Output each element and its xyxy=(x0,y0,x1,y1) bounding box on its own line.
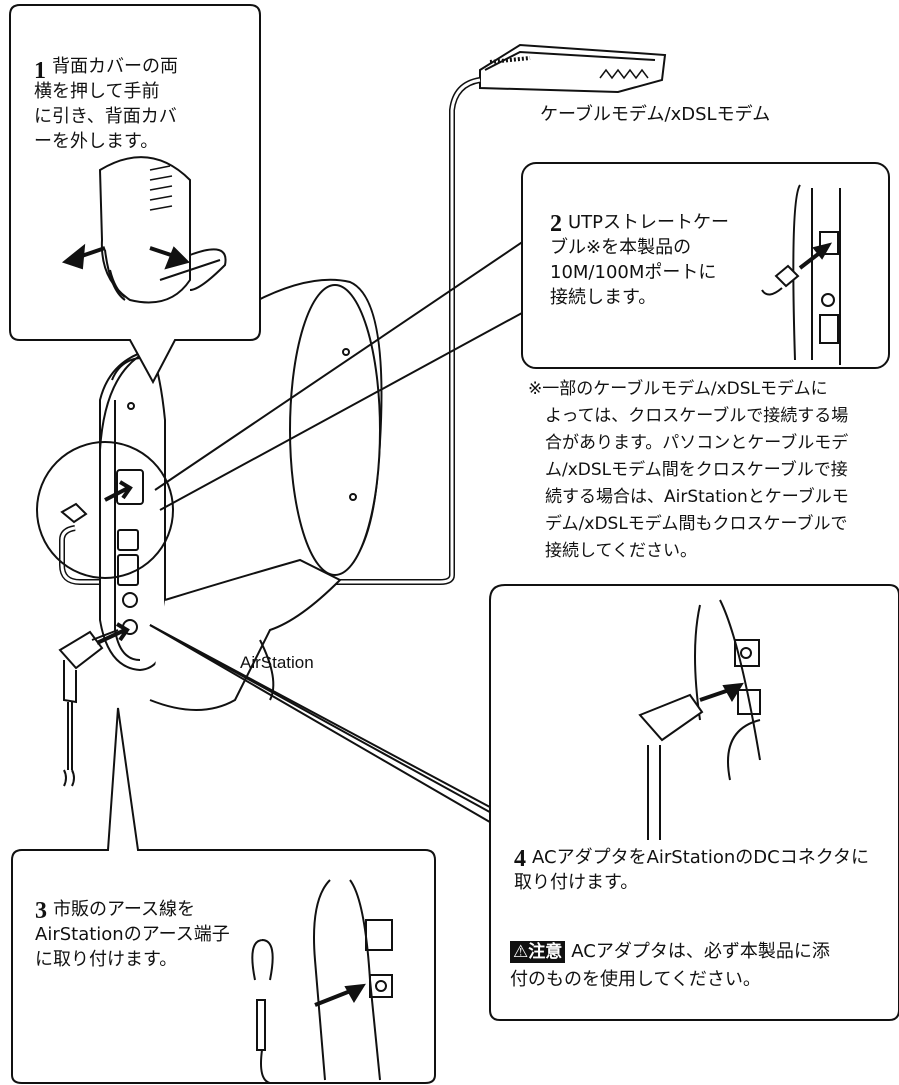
step-2-number: 2 xyxy=(550,211,562,237)
step-4-instruction: ACアダプタをAirStationのDCコネクタに 取り付けます。 xyxy=(514,847,869,893)
inset-3-drawing xyxy=(251,879,393,1084)
caution-text: ACアダプタは、必ず本製品に添 付のものを使用してください。 xyxy=(510,941,830,990)
inset-2-drawing xyxy=(761,184,841,365)
airstation-body xyxy=(99,278,383,711)
airstation-label: AirStation xyxy=(240,653,314,672)
step-2-instruction: UTPストレートケー ブル※を本製品の 10M/100Mポートに 接続します。 xyxy=(550,212,730,308)
modem-label: ケーブルモデム/xDSLモデム xyxy=(540,104,771,125)
zoom-circle xyxy=(36,441,174,579)
modem-drawing xyxy=(479,43,667,94)
step-3-number: 3 xyxy=(35,898,47,924)
step-3-instruction: 市販のアース線を AirStationのアース端子 に取り付けます。 xyxy=(35,899,230,970)
ac-adapter-plug xyxy=(58,629,119,787)
step-1-number: 1 xyxy=(34,58,46,84)
caution-label: ⚠注意 xyxy=(510,941,566,963)
step-4-number: 4 xyxy=(514,846,526,872)
step-1-instruction: 背面カバーの両 横を押して手前 に引き、背面カバ ーを外します。 xyxy=(34,56,178,152)
callout-4-frame xyxy=(489,584,899,1021)
callout-2-frame xyxy=(521,162,890,369)
inset-1-drawing xyxy=(61,156,227,304)
inset-4-drawing xyxy=(638,599,761,840)
footnote: ※一部のケーブルモデム/xDSLモデムに よっては、クロスケーブルで接続する場 … xyxy=(528,379,849,561)
callout-3-frame xyxy=(11,707,436,1084)
